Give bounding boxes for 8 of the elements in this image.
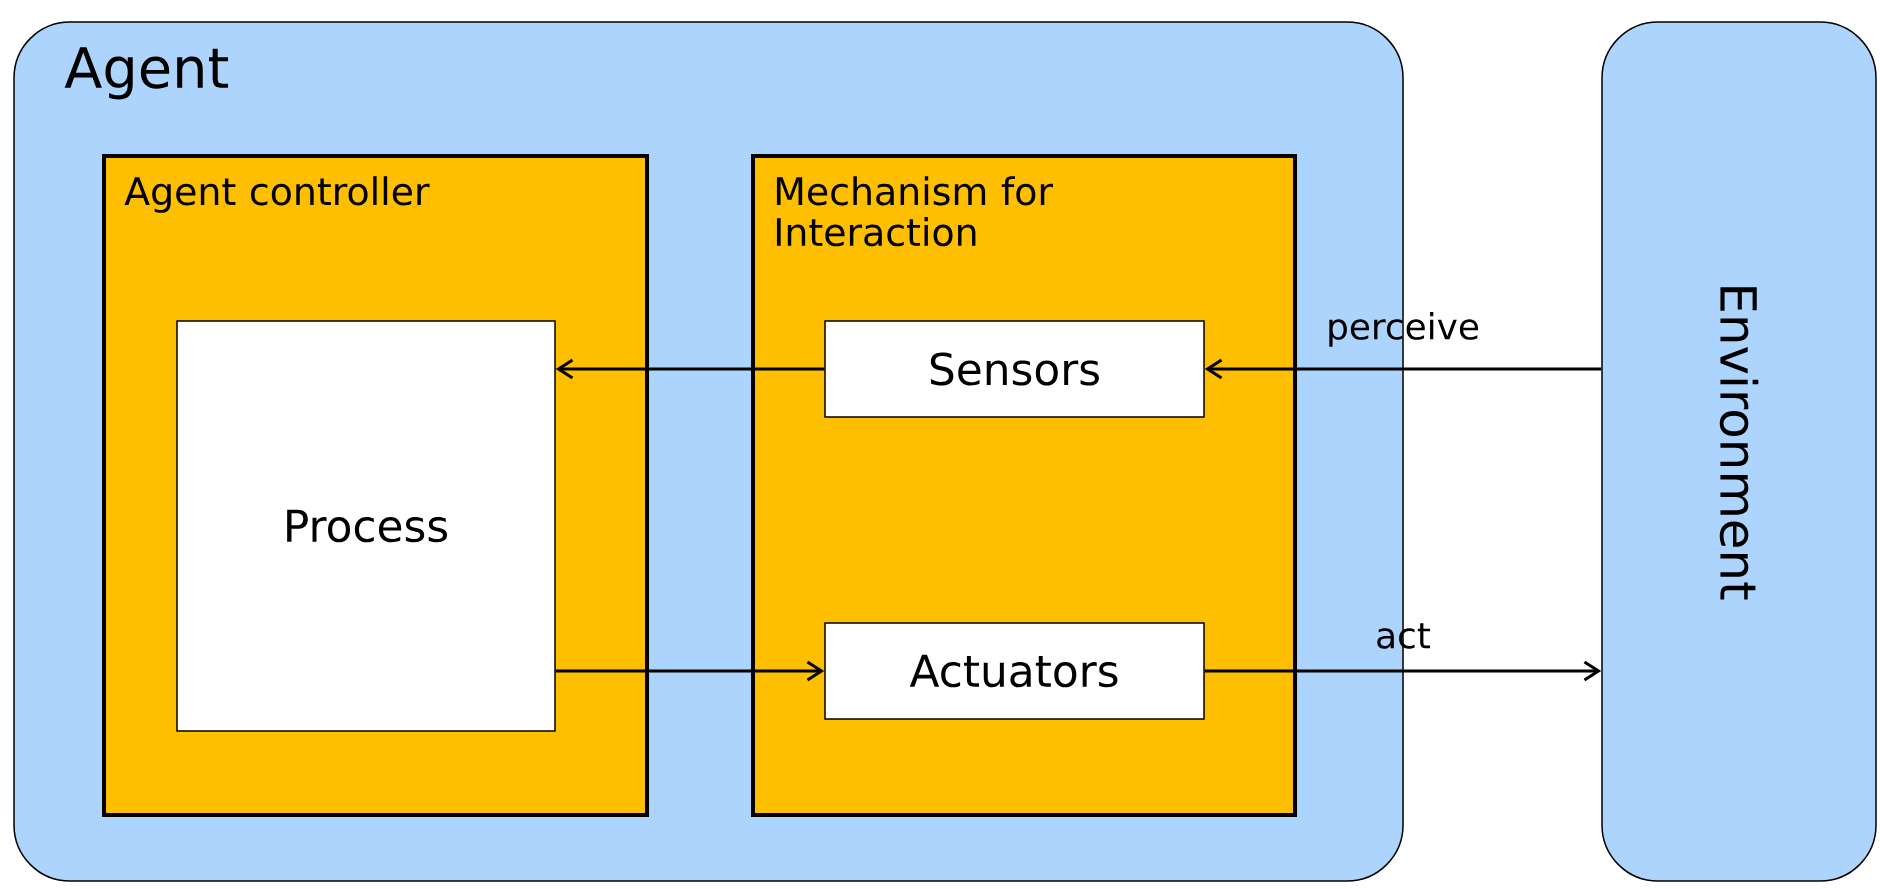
- environment-panel: Environment: [1601, 21, 1877, 882]
- arrow: [555, 358, 825, 380]
- actuator-box: Actuators: [824, 622, 1205, 720]
- sensor-box: Sensors: [824, 320, 1205, 418]
- process-box: Process: [176, 320, 556, 732]
- arrow: [1204, 358, 1602, 380]
- arrow: [1204, 660, 1602, 682]
- arrow: [555, 660, 825, 682]
